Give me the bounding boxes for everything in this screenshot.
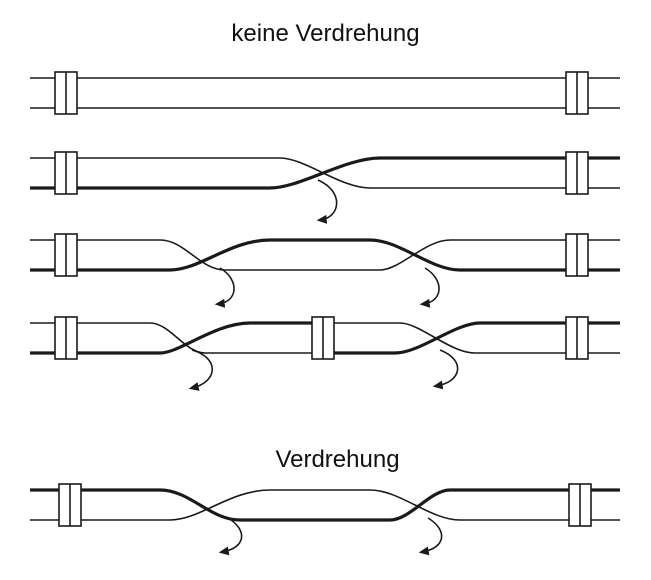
clamp-right: [568, 483, 592, 527]
clamp-left: [58, 483, 82, 527]
heading-twist: Verdrehung: [275, 446, 400, 473]
wire-upper-left: [30, 322, 318, 354]
twist-arrow-right: [432, 349, 459, 390]
clamp-middle: [311, 316, 335, 360]
cable-row-middle-clamp: [30, 316, 620, 391]
clamp-left: [54, 71, 78, 115]
cable-row-straight: [30, 71, 620, 115]
wire-lower: [30, 489, 620, 521]
wire-upper-bold: [30, 488, 620, 522]
wire-lower-left-bold: [30, 321, 318, 355]
twist-arrow-left: [214, 267, 235, 308]
heading-no-twist: keine Verdrehung: [231, 20, 420, 47]
cable-row-twisted: [30, 483, 620, 556]
clamp-left: [54, 151, 78, 195]
wire-lower-right-bold: [330, 321, 620, 355]
wire-lower-bold: [30, 156, 620, 190]
cable-row-two-crossings: [30, 233, 620, 308]
twist-arrow-left: [218, 517, 243, 556]
clamp-right: [565, 151, 589, 195]
clamp-left: [54, 233, 78, 277]
clamp-right: [565, 71, 589, 115]
cable-row-one-crossing: [30, 151, 620, 224]
twist-arrow-right: [418, 517, 443, 556]
twist-arrow-left: [188, 349, 213, 391]
twist-arrow: [316, 179, 338, 224]
clamp-left: [54, 316, 78, 360]
wire-upper: [30, 239, 620, 271]
clamp-right: [565, 233, 589, 277]
wire-lower-bold: [30, 238, 620, 272]
clamp-right: [565, 316, 589, 360]
twist-arrow-right: [419, 267, 440, 308]
